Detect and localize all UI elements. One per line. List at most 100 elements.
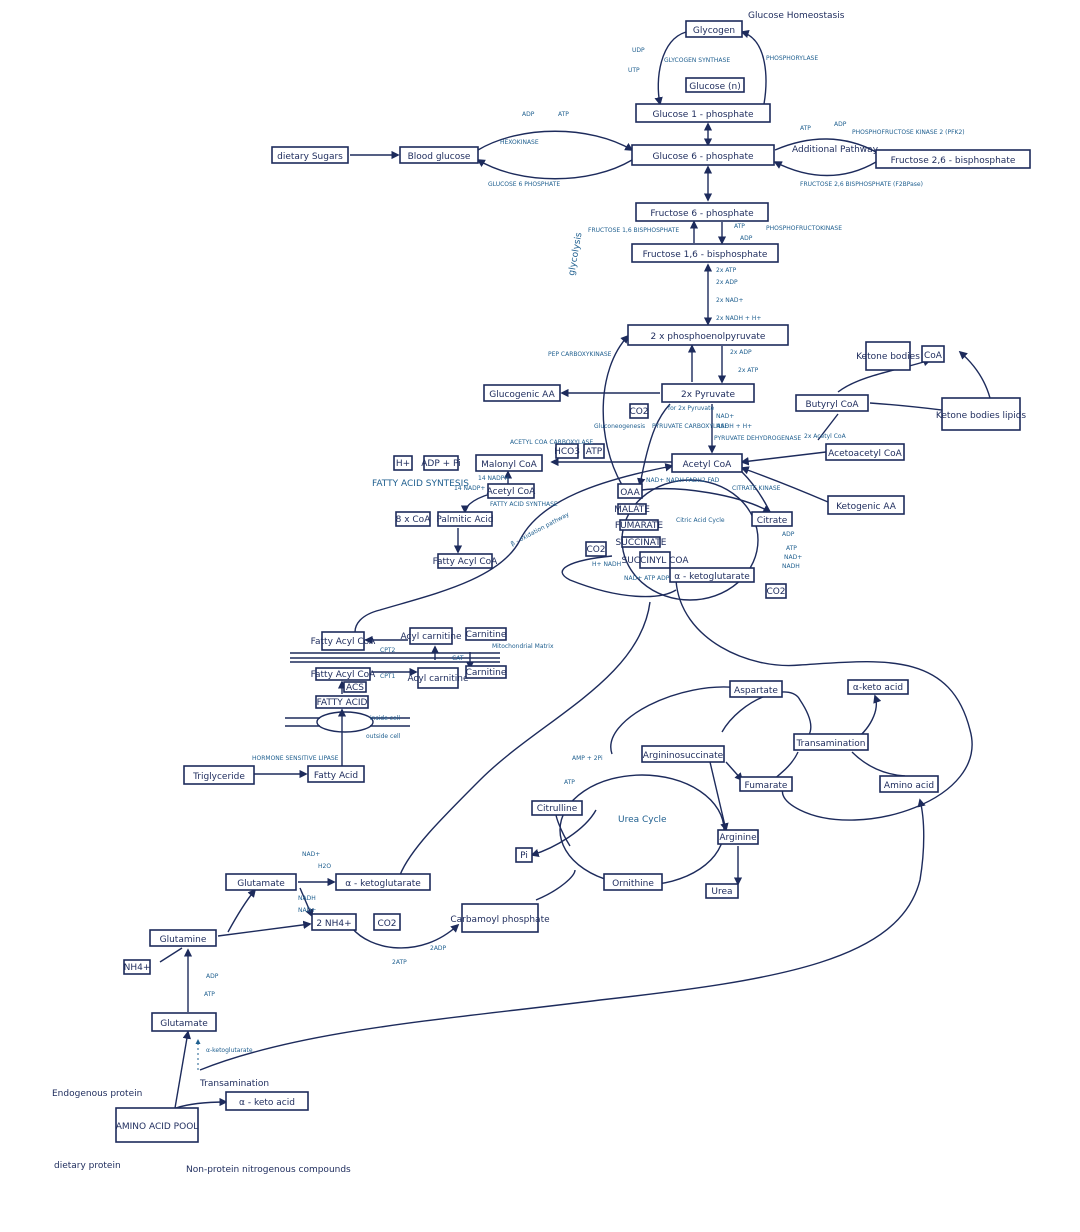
label-atp-7: ATP	[564, 779, 575, 786]
svg-text:Acyl carnitine: Acyl carnitine	[407, 674, 469, 684]
node-oaa: OAA	[617, 483, 643, 499]
label-urea-cycle: Urea Cycle	[618, 815, 667, 825]
svg-text:Glutamate: Glutamate	[237, 879, 285, 889]
node-glutamine: Glutamine	[149, 929, 217, 947]
label-gluconeogenesis: Gluconeogenesis	[594, 423, 645, 430]
label-non-protein-nitrogenous: Non-protein nitrogenous compounds	[186, 1165, 351, 1175]
node-acs: ACS	[343, 681, 367, 693]
node-fatty-acyl-coa-matrix: Fatty Acyl CoA	[311, 631, 376, 651]
svg-text:ACS: ACS	[346, 683, 364, 693]
label-nadp: 14 NADP+	[454, 485, 485, 492]
node-triglyceride: Triglyceride	[183, 765, 255, 785]
svg-text:Ketone bodies lipids: Ketone bodies lipids	[936, 411, 1027, 421]
free-labels: Glucose Homeostasis UDP UTP GLYCOGEN SYN…	[52, 11, 965, 1175]
node-fatty-acyl-coa: Fatty Acyl CoA	[433, 553, 498, 569]
label-endogenous-protein: Endogenous protein	[52, 1089, 142, 1099]
node-alpha-keto-acid-low: α - keto acid	[225, 1091, 309, 1111]
label-2x-nad: 2x NAD+	[716, 297, 744, 304]
node-coa-top: CoA	[921, 345, 945, 363]
node-hco3: HCO3	[554, 443, 580, 459]
svg-text:Acetoacetyl CoA: Acetoacetyl CoA	[828, 449, 903, 459]
node-8-coa: 8 x CoA	[395, 511, 432, 527]
svg-text:Carbamoyl phosphate: Carbamoyl phosphate	[450, 915, 550, 925]
svg-text:NH4+: NH4+	[124, 963, 151, 973]
label-nadh-4: NADH	[298, 895, 316, 902]
node-ornithine: Ornithine	[603, 873, 663, 891]
label-2atp: 2ATP	[392, 959, 407, 966]
label-h2o: H2O	[318, 863, 331, 870]
svg-text:Carnitine: Carnitine	[466, 630, 507, 640]
label-fatty-acid-synthesis: FATTY ACID SYNTESIS	[372, 479, 469, 489]
node-fructose-6-phosphate: Fructose 6 - phosphate	[635, 202, 769, 222]
svg-text:Acetyl CoA: Acetyl CoA	[487, 487, 536, 497]
label-amp-2pi: AMP + 2Pi	[572, 755, 603, 762]
label-2x-adp-b: 2x ADP	[730, 349, 752, 356]
label-fbp1: FRUCTOSE 1,6 BISPHOSPHATE	[588, 227, 679, 234]
svg-text:α - ketoglutarate: α - ketoglutarate	[345, 879, 421, 889]
label-adp-9: ADP	[206, 973, 219, 980]
svg-text:H+: H+	[396, 459, 410, 469]
label-adp-3: ADP	[740, 235, 753, 242]
node-alpha-keto-acid-right: α-keto acid	[847, 679, 909, 695]
node-adp-pi: ADP + Pi	[421, 455, 461, 471]
node-acyl-carnitine-bottom: Acyl carnitine	[407, 667, 469, 689]
node-glucose-n: Glucose (n)	[685, 77, 745, 93]
node-acyl-carnitine-top: Acyl carnitine	[400, 627, 462, 645]
label-adp-1: ADP	[522, 111, 535, 118]
svg-text:8 x CoA: 8 x CoA	[396, 515, 432, 525]
label-glucose-6-phosphate-enzyme: GLUCOSE 6 PHOSPHATE	[488, 181, 560, 188]
label-beta-oxidation: β - oxidation pathway	[510, 511, 571, 548]
node-fumarate-urea: Fumarate	[739, 776, 793, 792]
label-atp-2: ATP	[800, 125, 811, 132]
svg-text:Fructose 6 - phosphate: Fructose 6 - phosphate	[650, 209, 754, 219]
node-carnitine-bottom: Carnitine	[465, 665, 507, 679]
node-amino-acid: Amino acid	[879, 775, 939, 793]
svg-text:FUMARATE: FUMARATE	[615, 521, 664, 531]
label-glycogen-synthase: GLYCOGEN SYNTHASE	[664, 57, 730, 64]
svg-text:HCO3: HCO3	[554, 447, 580, 457]
node-butyryl-coa: Butyryl CoA	[795, 394, 869, 412]
svg-text:Aspartate: Aspartate	[734, 686, 778, 696]
label-fbp2: FRUCTOSE 2,6 BISPHOSPHATE (F2BPase)	[800, 181, 923, 188]
label-cpt1: CPT1	[380, 673, 395, 680]
label-atp-6: ATP	[786, 545, 797, 552]
svg-text:Ketogenic AA: Ketogenic AA	[836, 502, 897, 512]
svg-text:Glutamine: Glutamine	[160, 935, 207, 945]
label-pyruvate-carboxylase: PYRUVATE CARBOXYLASE	[652, 423, 728, 430]
label-cat: CAT	[452, 655, 464, 662]
node-alpha-kg-tca: α - ketoglutarate	[669, 567, 755, 583]
svg-text:CO2: CO2	[377, 919, 396, 929]
svg-text:α - ketoglutarate: α - ketoglutarate	[674, 572, 750, 582]
label-utp: UTP	[628, 67, 640, 74]
node-fatty-acid-top: FATTY ACID	[315, 695, 369, 709]
svg-text:Glucose (n): Glucose (n)	[689, 82, 740, 92]
svg-text:FATTY ACID: FATTY ACID	[317, 698, 368, 708]
node-acetyl-coa-small: Acetyl CoA	[487, 483, 536, 499]
node-citrate: Citrate	[751, 511, 793, 527]
svg-text:Carnitine: Carnitine	[466, 668, 507, 678]
svg-text:dietary Sugars: dietary Sugars	[277, 152, 343, 162]
svg-text:Fructose 1,6 - bisphosphate: Fructose 1,6 - bisphosphate	[643, 250, 768, 260]
svg-text:Citrulline: Citrulline	[537, 804, 578, 814]
node-co2-b: CO2	[585, 541, 607, 557]
node-carnitine-top: Carnitine	[465, 627, 507, 641]
svg-text:Glucogenic AA: Glucogenic AA	[489, 390, 555, 400]
svg-text:Arginine: Arginine	[719, 833, 757, 843]
svg-text:CoA: CoA	[924, 351, 943, 361]
svg-text:MALATE: MALATE	[614, 505, 650, 515]
svg-text:Fatty Acyl CoA: Fatty Acyl CoA	[311, 670, 377, 680]
svg-text:AMINO ACID POOL: AMINO ACID POOL	[116, 1122, 199, 1132]
label-outside-cell: outside cell	[366, 733, 401, 740]
svg-text:Urea: Urea	[711, 887, 732, 897]
label-nadph: 14 NADPH	[478, 475, 509, 482]
node-acetyl-coa: Acetyl CoA	[671, 453, 743, 473]
label-h-nadh: H+ NADH	[592, 561, 621, 568]
node-fatty-acid: Fatty Acid	[307, 765, 365, 783]
pathway-lines	[159, 29, 991, 1109]
svg-text:Palmitic Acid: Palmitic Acid	[436, 515, 493, 525]
svg-text:SUCCINYL COA: SUCCINYL COA	[622, 556, 690, 566]
label-pfk: PHOSPHOFRUCTOKINASE	[766, 225, 842, 232]
svg-text:Glycogen: Glycogen	[693, 26, 735, 36]
node-fructose-2-6-bisphosphate: Fructose 2,6 - bisphosphate	[875, 149, 1031, 169]
label-hormone-sensitive-lipase: HORMONE SENSITIVE LIPASE	[252, 755, 339, 762]
